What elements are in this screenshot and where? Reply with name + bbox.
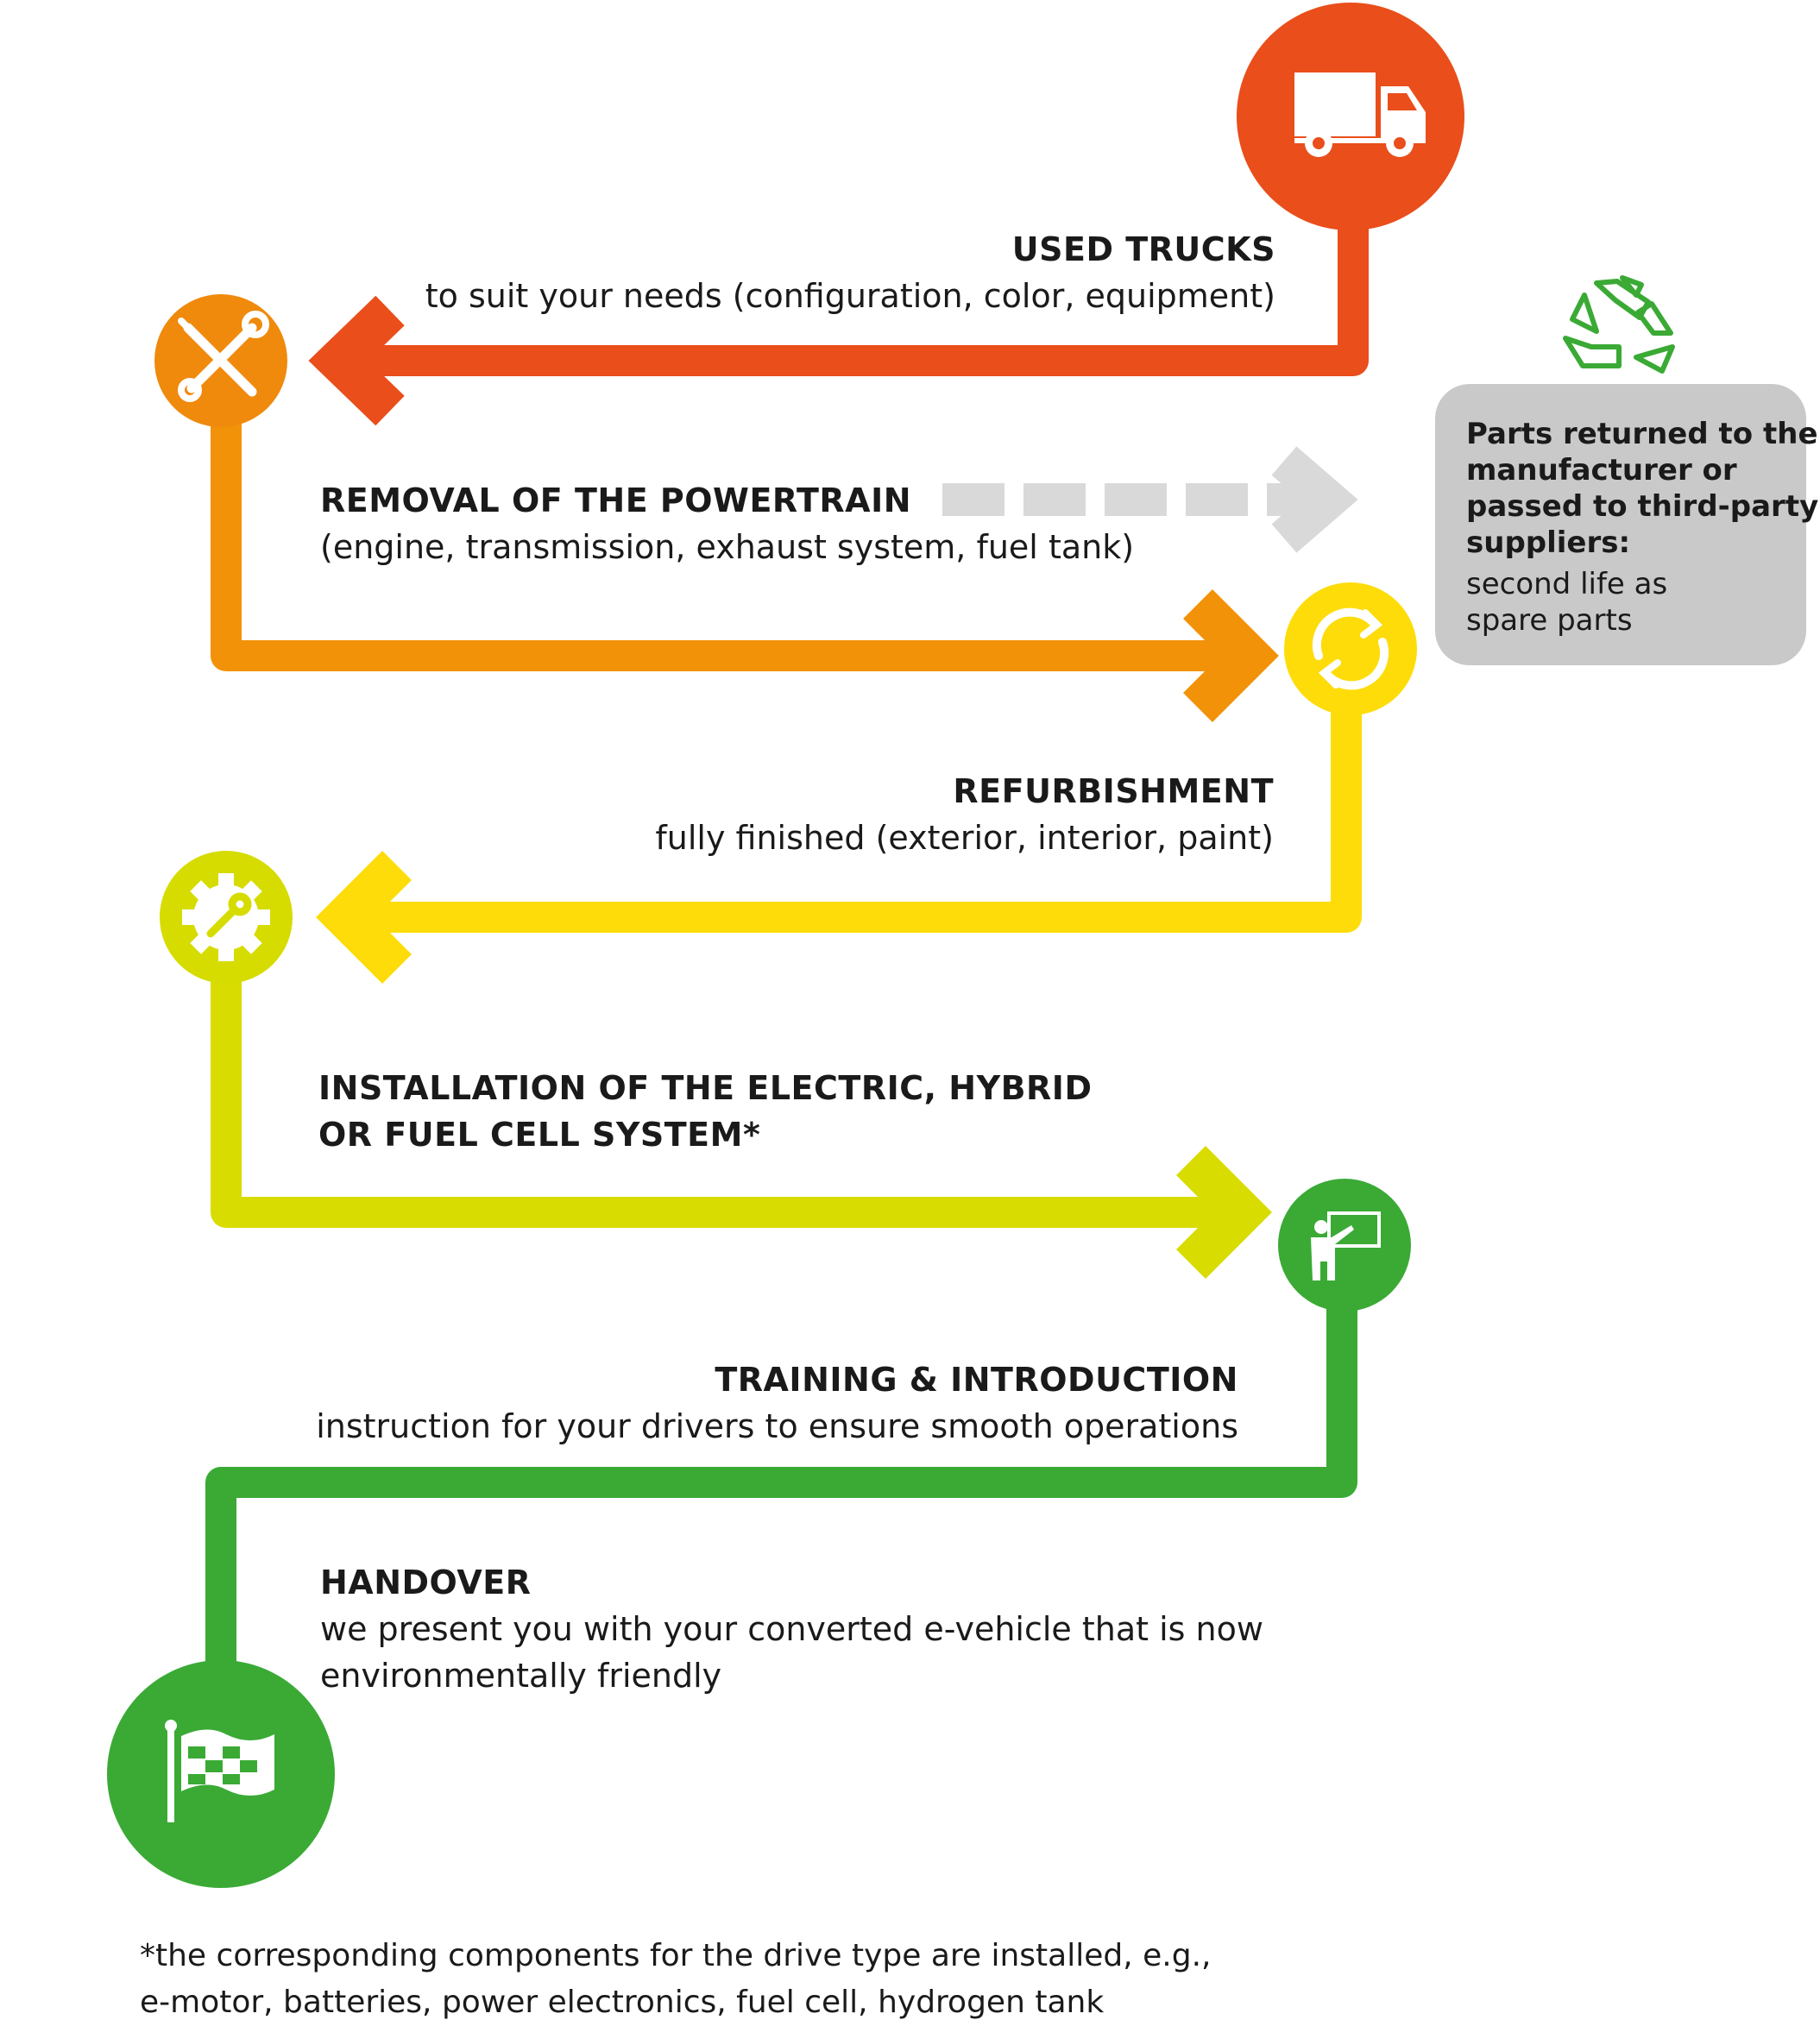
connector-yellow <box>371 675 1362 933</box>
tools-icon <box>178 311 269 402</box>
arrow-head-yellow <box>316 851 412 984</box>
grey-arrow-head <box>1271 446 1358 553</box>
box-heading-line: manufacturer or <box>1466 453 1737 488</box>
box-heading-line: suppliers: <box>1466 525 1631 560</box>
connector-red <box>364 157 1369 376</box>
step-description: environmentally friendly <box>320 1657 722 1695</box>
box-body-line: spare parts <box>1466 603 1633 638</box>
box-body-line: second life as <box>1466 567 1668 601</box>
step-installation: INSTALLATION OF THE ELECTRIC, HYBRID OR … <box>318 1065 1093 1158</box>
connector-lime <box>211 942 1217 1228</box>
parts-returned-subtext: second life as spare parts <box>1466 566 1667 639</box>
recycle-icon <box>1563 275 1675 374</box>
step-refurbishment: REFURBISHMENT fully finished (exterior, … <box>655 768 1274 861</box>
step-title: HANDOVER <box>320 1564 532 1601</box>
gear-step-circle <box>160 851 293 984</box>
step-title: USED TRUCKS <box>1011 230 1275 268</box>
refresh-step-circle <box>1284 582 1417 715</box>
flag-step-circle <box>107 1660 335 1888</box>
checkered-flag-icon <box>165 1720 274 1822</box>
footnote: *the corresponding components for the dr… <box>140 1933 1211 2026</box>
step-used-trucks: USED TRUCKS to suit your needs (configur… <box>425 226 1275 319</box>
step-description: fully finished (exterior, interior, pain… <box>655 819 1274 857</box>
tools-step-circle <box>154 294 287 427</box>
step-title: OR FUEL CELL SYSTEM* <box>318 1116 761 1154</box>
teacher-board-icon <box>1311 1211 1381 1280</box>
arrow-head-lime <box>1176 1146 1272 1279</box>
box-heading-line: Parts returned to the <box>1466 417 1818 451</box>
box-heading-line: passed to third-party <box>1466 489 1819 524</box>
step-description: instruction for your drivers to ensure s… <box>316 1407 1238 1445</box>
step-training: TRAINING & INTRODUCTION instruction for … <box>316 1356 1238 1450</box>
step-title: TRAINING & INTRODUCTION <box>715 1361 1238 1399</box>
step-description: (engine, transmission, exhaust system, f… <box>320 528 1135 566</box>
refresh-icon <box>1312 607 1389 690</box>
parts-returned-box <box>1435 384 1806 665</box>
step-description: we present you with your converted e-veh… <box>320 1610 1263 1648</box>
arrow-head-red <box>308 295 405 426</box>
arrow-head-orange <box>1183 589 1279 722</box>
teacher-step-circle <box>1278 1179 1411 1312</box>
footnote-line: e-motor, batteries, power electronics, f… <box>140 1985 1105 2020</box>
step-description: to suit your needs (configuration, color… <box>425 277 1275 315</box>
truck-icon <box>1294 72 1426 157</box>
step-title: REMOVAL OF THE POWERTRAIN <box>320 481 912 519</box>
step-handover: HANDOVER we present you with your conver… <box>320 1559 1263 1699</box>
step-title: INSTALLATION OF THE ELECTRIC, HYBRID <box>318 1069 1093 1107</box>
step-title: REFURBISHMENT <box>953 772 1274 810</box>
truck-step-circle <box>1237 3 1464 230</box>
grey-dashed-arrow <box>942 483 1317 516</box>
connector-orange <box>211 390 1224 671</box>
parts-returned-text: Parts returned to the manufacturer or pa… <box>1466 416 1818 561</box>
gear-wrench-icon <box>182 873 270 961</box>
step-removal-powertrain: REMOVAL OF THE POWERTRAIN (engine, trans… <box>320 477 1134 570</box>
connector-green <box>205 1262 1357 1681</box>
footnote-line: *the corresponding components for the dr… <box>140 1938 1212 1973</box>
